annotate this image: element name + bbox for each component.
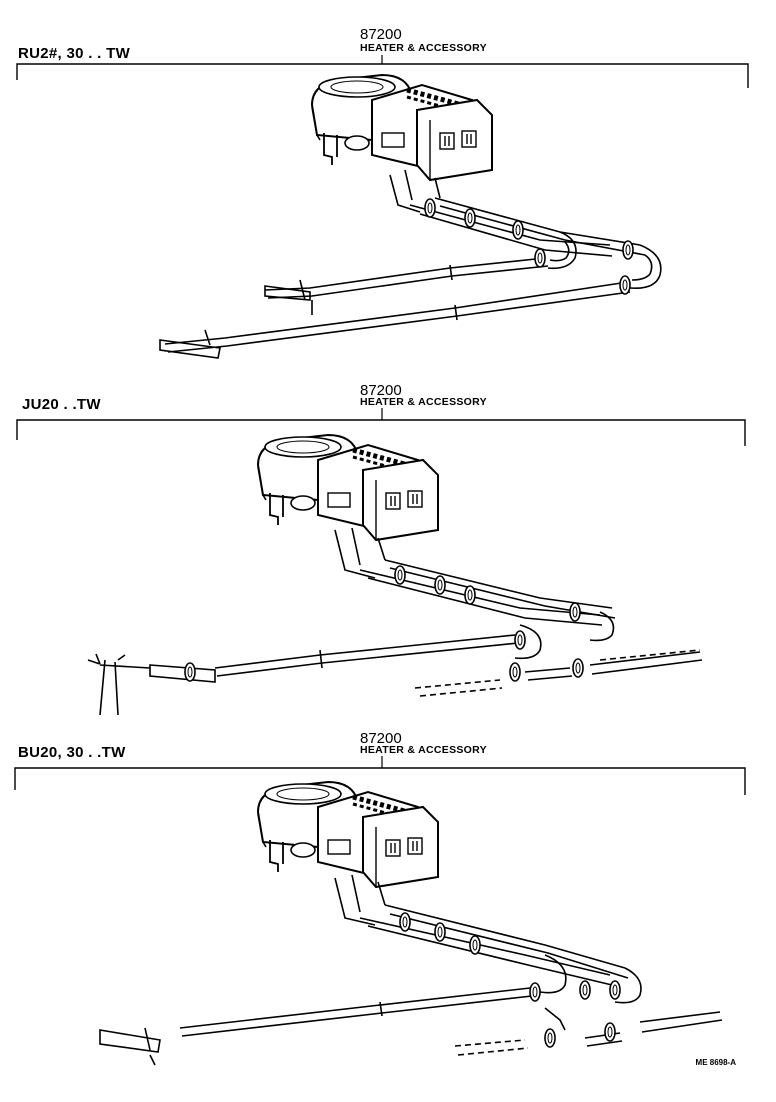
- part-number: 87200: [360, 26, 402, 43]
- part-name: HEATER & ACCESSORY: [360, 396, 487, 408]
- part-number: 87200: [360, 730, 402, 747]
- panel-1-frame: [16, 55, 749, 88]
- panel-2-heater: [258, 435, 438, 540]
- part-number: 87200: [360, 382, 402, 399]
- part-name: HEATER & ACCESSORY: [360, 744, 487, 756]
- panel-3-frame: [14, 756, 746, 795]
- panel-1-heater: [312, 75, 492, 180]
- model-label: BU20, 30 . .TW: [18, 744, 126, 761]
- model-label: RU2#, 30 . . TW: [18, 45, 131, 62]
- panel-2-frame: [16, 408, 746, 446]
- part-name: HEATER & ACCESSORY: [360, 42, 487, 54]
- panel-1: 87200 HEATER & ACCESSORY RU2#, 30 . . TW: [0, 0, 776, 370]
- panel-2-pipes: [87, 527, 703, 716]
- panel-3: 87200 HEATER & ACCESSORY BU20, 30 . .TW: [0, 720, 776, 1100]
- panel-3-heater: [258, 782, 438, 887]
- model-label: JU20 . .TW: [22, 396, 101, 413]
- panel-3-clamps: [399, 912, 621, 1048]
- panel-2: 87200 HEATER & ACCESSORY JU20 . .TW: [0, 370, 776, 730]
- figure-reference: ME 8698-A: [695, 1058, 736, 1067]
- panel-1-pipes: [159, 169, 662, 359]
- panel-3-pipes: [99, 874, 723, 1066]
